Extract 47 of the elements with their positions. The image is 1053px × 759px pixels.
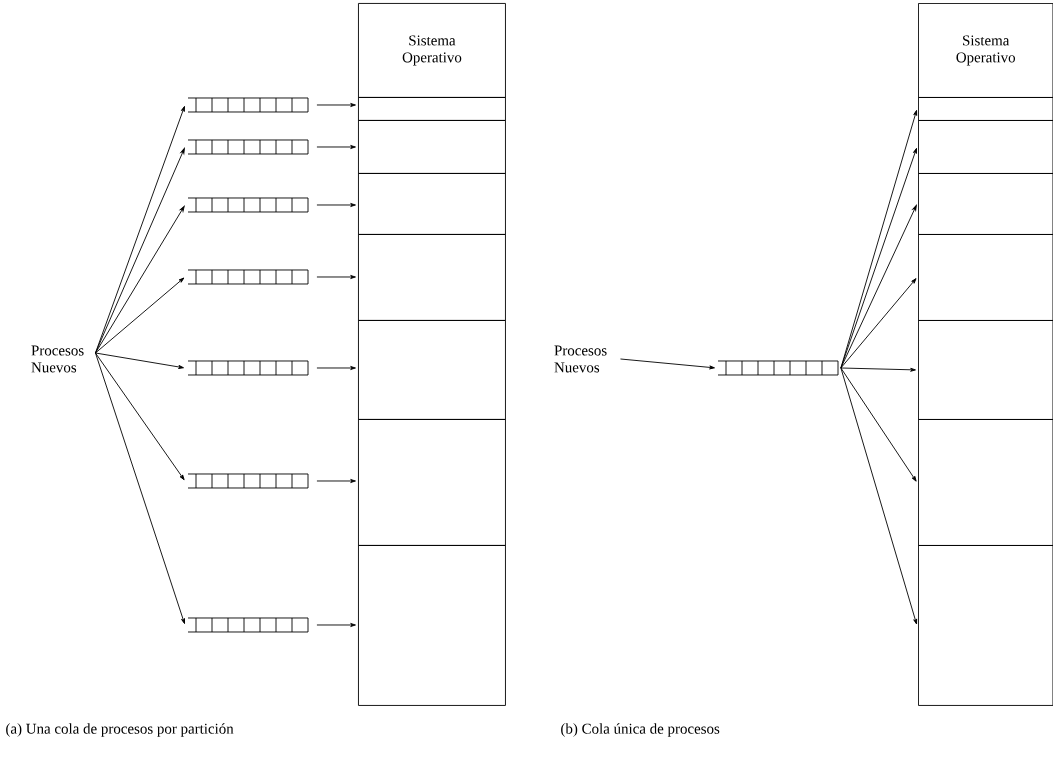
arrow — [840, 278, 917, 369]
memory-partition — [918, 120, 1053, 174]
arrow — [95, 277, 185, 354]
arrow — [316, 275, 356, 279]
memory-partition — [358, 234, 506, 321]
arrow — [620, 358, 715, 370]
memory-partition — [918, 173, 1053, 235]
arrow — [95, 352, 185, 624]
memory-partition — [918, 419, 1053, 546]
queue — [187, 139, 309, 155]
memory-block: Sistema Operativo — [918, 3, 1053, 98]
arrow — [840, 367, 918, 625]
arrow — [95, 205, 185, 354]
memory-partition — [358, 545, 506, 706]
memory-partition — [358, 320, 506, 420]
memory-partition — [918, 97, 1053, 121]
process-label: Procesos Nuevos — [31, 345, 84, 373]
memory-partition — [918, 320, 1053, 420]
caption: (a) Una cola de procesos por partición — [6, 723, 234, 737]
caption: (b) Cola única de procesos — [561, 723, 720, 737]
queue — [187, 269, 309, 285]
memory-partition — [918, 545, 1053, 706]
memory-partition — [358, 97, 506, 121]
arrow — [840, 204, 917, 369]
queue — [187, 360, 309, 376]
queue — [187, 97, 309, 113]
arrow — [316, 145, 356, 149]
memory-partition — [358, 120, 506, 174]
arrow — [316, 479, 356, 483]
arrow — [95, 352, 185, 481]
arrow — [840, 367, 916, 372]
queue — [187, 197, 309, 213]
memory-partition — [918, 234, 1053, 321]
arrow — [95, 147, 185, 354]
arrow — [316, 103, 356, 107]
arrow — [840, 367, 917, 482]
queue — [717, 360, 839, 376]
process-label: Procesos Nuevos — [554, 345, 607, 373]
arrow — [95, 352, 184, 369]
arrow — [316, 203, 356, 207]
memory-block: Sistema Operativo — [358, 3, 506, 98]
arrow — [316, 366, 356, 370]
arrow — [316, 623, 356, 627]
queue — [187, 617, 309, 633]
queue — [187, 473, 309, 489]
memory-partition — [358, 419, 506, 546]
memory-partition — [358, 173, 506, 235]
